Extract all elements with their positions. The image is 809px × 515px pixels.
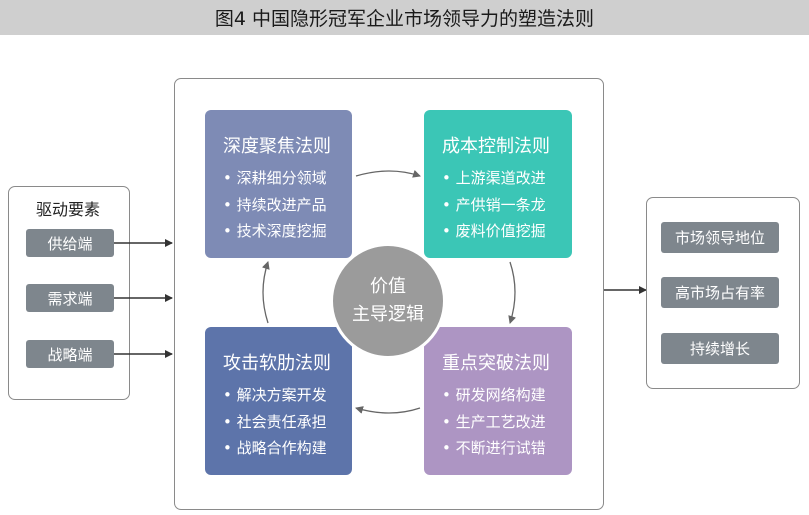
law-cost-item: • 上游渠道改进 [442,169,546,187]
law-breakthrough-item: • 研发网络构建 [442,386,546,404]
driver-strategy: 战略端 [26,340,114,368]
law-breakthrough-item: • 不断进行试错 [442,439,546,457]
law-cost-item: • 废料价值挖掘 [442,222,546,240]
center-line1: 价值 [370,276,406,297]
law-depth-focus: 深度聚焦法则 • 深耕细分领域 • 持续改进产品 • 技术深度挖掘 [205,110,352,258]
result-sustained-growth: 持续增长 [661,333,779,364]
law-key-breakthrough: 重点突破法则 • 研发网络构建 • 生产工艺改进 • 不断进行试错 [424,327,572,475]
result-market-share: 高市场占有率 [661,277,779,308]
law-cost-title: 成本控制法则 [442,136,550,157]
result-market-leadership: 市场领导地位 [661,222,779,253]
driver-supply: 供给端 [26,229,114,257]
center-value-logic: 价值 主导逻辑 [330,243,446,359]
law-depth-item: • 持续改进产品 [223,195,327,214]
title-bar: 图4 中国隐形冠军企业市场领导力的塑造法则 [0,0,809,35]
law-breakthrough-title: 重点突破法则 [442,353,550,374]
law-depth-item: • 技术深度挖掘 [223,222,327,240]
diagram-title: 图4 中国隐形冠军企业市场领导力的塑造法则 [214,8,595,30]
law-attack-weakness: 攻击软肋法则 • 解决方案开发 • 社会责任承担 • 战略合作构建 [205,327,352,475]
driver-demand: 需求端 [26,284,114,312]
cycle-arrow-top [355,169,421,178]
law-soft-title: 攻击软肋法则 [223,353,331,374]
law-soft-item: • 战略合作构建 [223,439,327,457]
cycle-arrow-right [508,261,516,324]
law-depth-item: • 深耕细分领域 [223,169,327,187]
law-depth-title: 深度聚焦法则 [223,136,331,157]
cycle-arrow-bottom [355,406,421,414]
cycle-arrow-left [261,261,270,324]
law-cost-item: • 产供销一条龙 [442,195,546,214]
center-line2: 主导逻辑 [352,304,424,325]
law-soft-item: • 解决方案开发 [223,386,327,404]
law-cost-control: 成本控制法则 • 上游渠道改进 • 产供销一条龙 • 废料价值挖掘 [424,110,572,258]
law-breakthrough-item: • 生产工艺改进 [442,412,546,431]
drivers-heading: 驱动要素 [35,200,100,219]
law-soft-item: • 社会责任承担 [223,412,327,431]
